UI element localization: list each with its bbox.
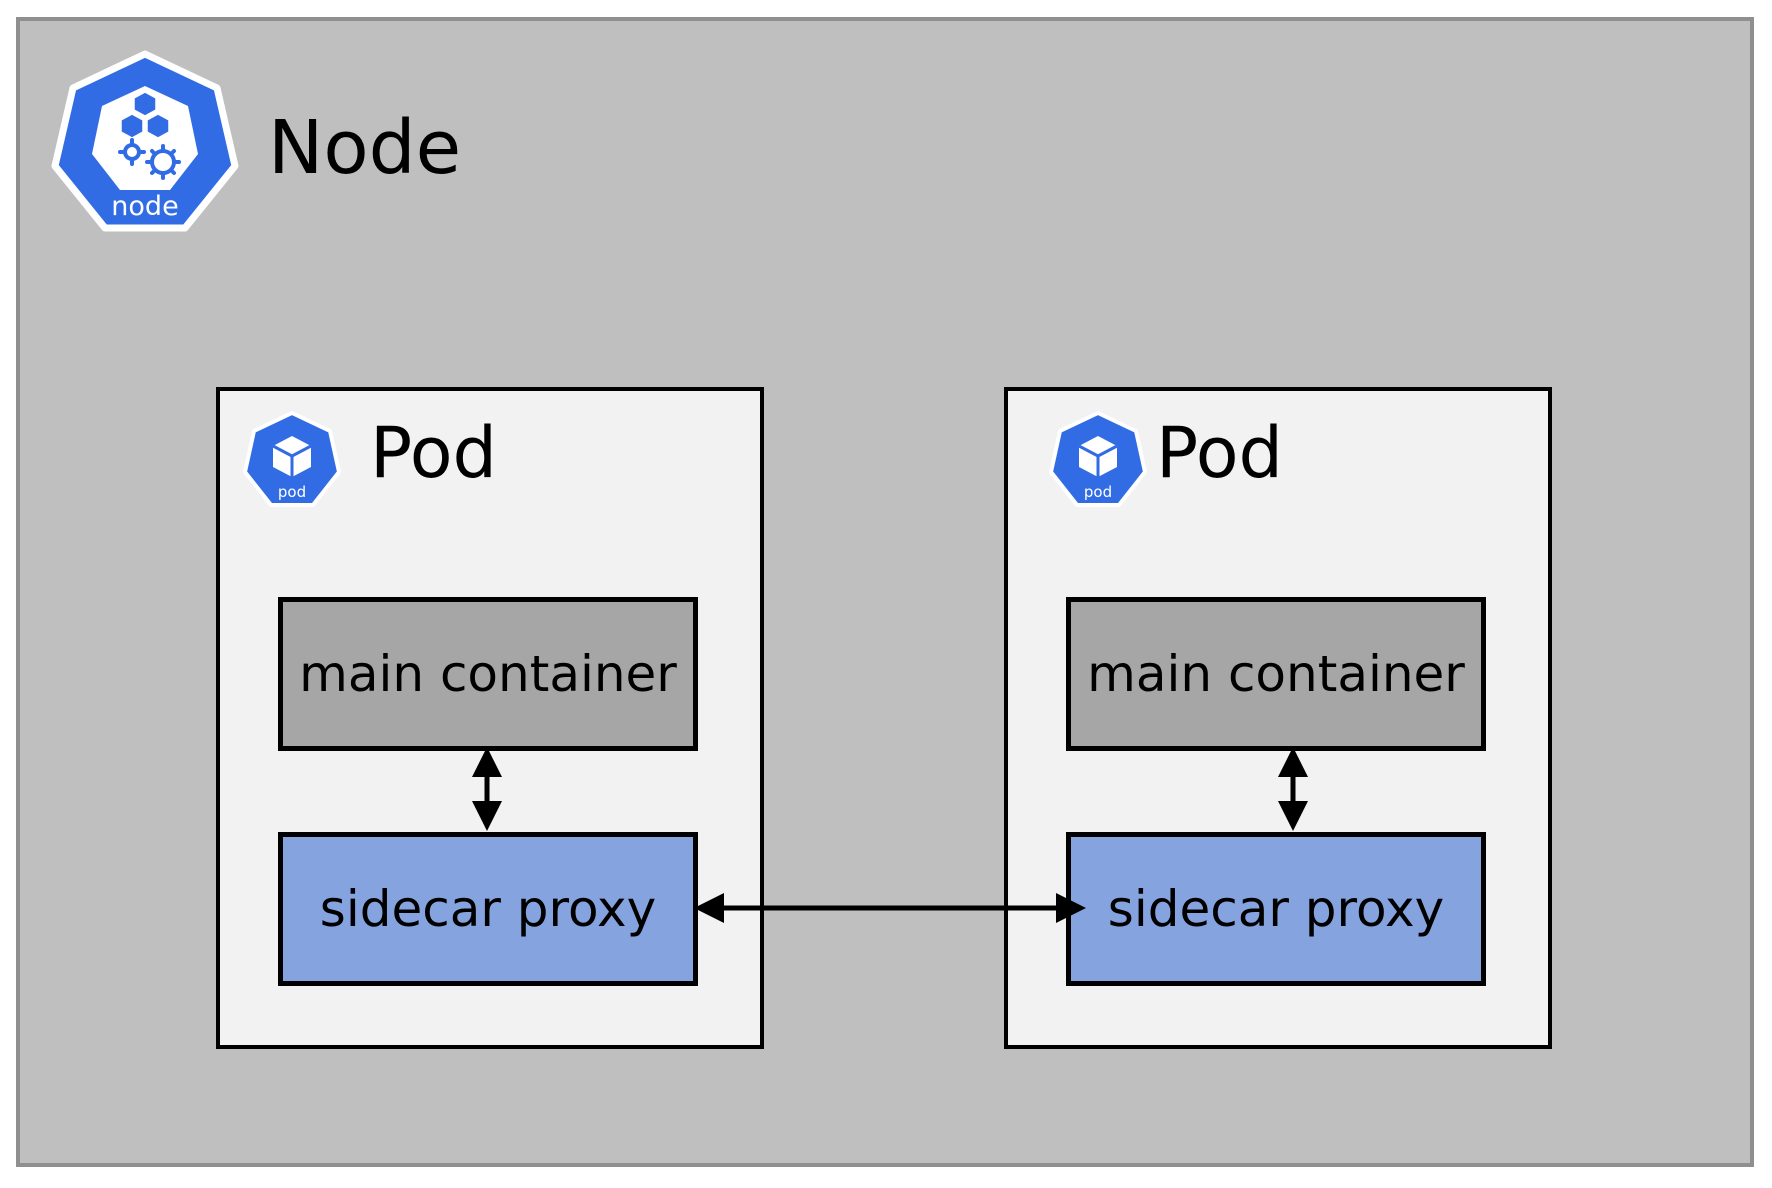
node-logo-label: node: [111, 191, 178, 222]
sidecar-proxy-label: sidecar proxy: [319, 880, 657, 938]
pod-logo-label: pod: [1084, 483, 1112, 501]
main-container-label: main container: [299, 645, 677, 703]
pod-2: pod Pod main container sidecar proxy: [1004, 387, 1552, 1049]
pod-logo-label: pod: [278, 483, 306, 501]
pod-1-main-container: main container: [278, 597, 698, 751]
pod-2-sidecar-proxy: sidecar proxy: [1066, 832, 1486, 986]
pod-1: pod Pod main container sidecar proxy: [216, 387, 764, 1049]
node-logo-icon: node: [51, 50, 239, 232]
pod-title: Pod: [1156, 412, 1283, 494]
sidecar-proxy-label: sidecar proxy: [1107, 880, 1445, 938]
main-container-label: main container: [1087, 645, 1465, 703]
pod-logo-icon: pod: [243, 411, 341, 507]
pod-title: Pod: [370, 412, 497, 494]
pod-2-main-container: main container: [1066, 597, 1486, 751]
pod-logo-icon: pod: [1049, 411, 1147, 507]
pod-1-sidecar-proxy: sidecar proxy: [278, 832, 698, 986]
node-title: Node: [268, 105, 462, 191]
